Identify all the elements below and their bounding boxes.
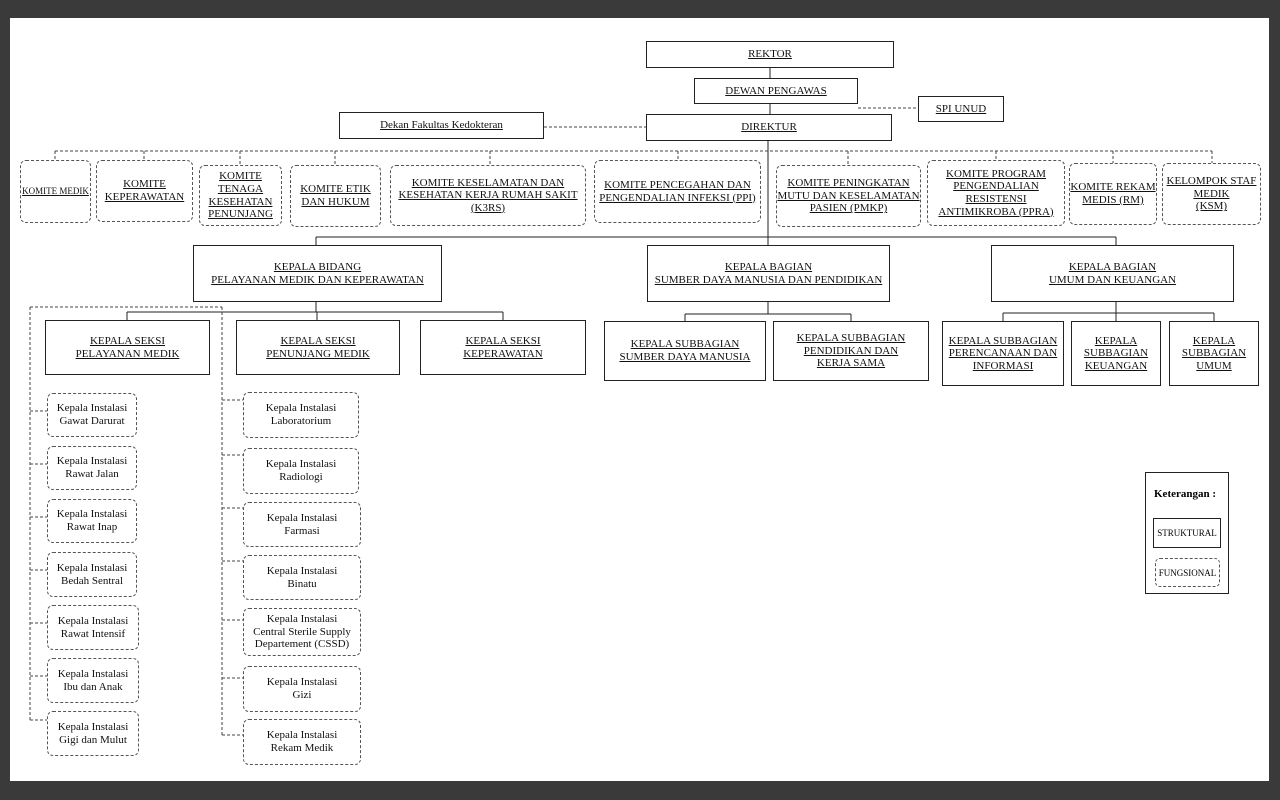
- instalasi-gizi-box: Kepala Instalasi Gizi: [243, 666, 361, 712]
- seksi-label: KEPALA SUBBAGIAN UMUM: [1181, 334, 1247, 372]
- komite-etik-box: KOMITE ETIK DAN HUKUM: [290, 165, 381, 227]
- instalasi-label: Kepala Instalasi Gigi dan Mulut: [57, 720, 129, 746]
- instalasi-gawat-darurat-box: Kepala Instalasi Gawat Darurat: [47, 393, 137, 437]
- seksi-label: KEPALA SEKSI PENUNJANG MEDIK: [266, 334, 370, 360]
- komite-tenaga-kesehatan-box: KOMITE TENAGA KESEHATAN PENUNJANG: [199, 165, 282, 226]
- instalasi-label: Kepala Instalasi Laboratorium: [265, 402, 337, 427]
- legend-struktural-swatch: STRUKTURAL: [1153, 518, 1221, 548]
- komite-label: KOMITE PROGRAM PENGENDALIAN RESISTENSI A…: [938, 167, 1054, 218]
- kepala-subbagian-perencanaan-box: KEPALA SUBBAGIAN PERENCANAAN DAN INFORMA…: [942, 321, 1064, 386]
- seksi-label: KEPALA SUBBAGIAN SUMBER DAYA MANUSIA: [619, 338, 751, 363]
- spi-unud-label: SPI UNUD: [935, 102, 987, 115]
- instalasi-rawat-jalan-box: Kepala Instalasi Rawat Jalan: [47, 446, 137, 490]
- instalasi-ibu-anak-box: Kepala Instalasi Ibu dan Anak: [47, 658, 139, 703]
- org-chart-sheet: [10, 18, 1269, 781]
- instalasi-bedah-sentral-box: Kepala Instalasi Bedah Sentral: [47, 552, 137, 597]
- instalasi-farmasi-box: Kepala Instalasi Farmasi: [243, 502, 361, 547]
- komite-label: KOMITE KEPERAWATAN: [104, 178, 185, 203]
- komite-ppra-box: KOMITE PROGRAM PENGENDALIAN RESISTENSI A…: [927, 160, 1065, 226]
- instalasi-label: Kepala Instalasi Binatu: [266, 564, 338, 590]
- bidang-label: KEPALA BAGIAN UMUM DAN KEUANGAN: [1048, 260, 1177, 286]
- komite-label: KOMITE MEDIK: [22, 186, 89, 197]
- instalasi-gigi-mulut-box: Kepala Instalasi Gigi dan Mulut: [47, 711, 139, 756]
- direktur-box: DIREKTUR: [646, 114, 892, 141]
- komite-k3rs-box: KOMITE KESELAMATAN DAN KESEHATAN KERJA R…: [390, 165, 586, 226]
- kepala-subbagian-keuangan-box: KEPALA SUBBAGIAN KEUANGAN: [1071, 321, 1161, 386]
- seksi-label: KEPALA SUBBAGIAN PERENCANAAN DAN INFORMA…: [948, 334, 1058, 372]
- seksi-label: KEPALA SEKSI PELAYANAN MEDIK: [75, 334, 180, 360]
- instalasi-rekam-medik-box: Kepala Instalasi Rekam Medik: [243, 719, 361, 765]
- instalasi-label: Kepala Instalasi Rawat Inap: [56, 508, 128, 533]
- instalasi-label: Kepala Instalasi Farmasi: [266, 511, 338, 537]
- kepala-seksi-keperawatan-box: KEPALA SEKSI KEPERAWATAN: [420, 320, 586, 375]
- kepala-subbagian-umum-box: KEPALA SUBBAGIAN UMUM: [1169, 321, 1259, 386]
- instalasi-rawat-inap-box: Kepala Instalasi Rawat Inap: [47, 499, 137, 543]
- instalasi-label: Kepala Instalasi Bedah Sentral: [56, 561, 128, 587]
- seksi-label: KEPALA SUBBAGIAN PENDIDIKAN DAN KERJA SA…: [796, 332, 906, 370]
- seksi-label: KEPALA SUBBAGIAN KEUANGAN: [1083, 334, 1149, 372]
- instalasi-laboratorium-box: Kepala Instalasi Laboratorium: [243, 392, 359, 438]
- kepala-seksi-pelayanan-medik-box: KEPALA SEKSI PELAYANAN MEDIK: [45, 320, 210, 375]
- komite-pmkp-box: KOMITE PENINGKATAN MUTU DAN KESELAMATAN …: [776, 165, 921, 227]
- dewan-pengawas-label: DEWAN PENGAWAS: [725, 84, 827, 97]
- dekan-box: Dekan Fakultas Kedokteran: [339, 112, 544, 139]
- komite-medik-box: KOMITE MEDIK: [20, 160, 91, 223]
- bidang-label: KEPALA BAGIAN SUMBER DAYA MANUSIA DAN PE…: [654, 260, 883, 286]
- kepala-bagian-umum-box: KEPALA BAGIAN UMUM DAN KEUANGAN: [991, 245, 1234, 302]
- instalasi-label: Kepala Instalasi Central Sterile Supply …: [253, 613, 351, 651]
- legend-title: Keterangan :: [1154, 488, 1217, 500]
- instalasi-label: Kepala Instalasi Radiologi: [265, 458, 337, 483]
- instalasi-radiologi-box: Kepala Instalasi Radiologi: [243, 448, 359, 494]
- legend-fungsional-label: FUNGSIONAL: [1158, 567, 1217, 578]
- dewan-pengawas-box: DEWAN PENGAWAS: [694, 78, 858, 104]
- kepala-subbagian-sdm-box: KEPALA SUBBAGIAN SUMBER DAYA MANUSIA: [604, 321, 766, 381]
- spi-unud-box: SPI UNUD: [918, 96, 1004, 122]
- komite-rekam-medis-box: KOMITE REKAM MEDIS (RM): [1069, 163, 1157, 225]
- legend-box: Keterangan : STRUKTURAL FUNGSIONAL: [1145, 472, 1229, 594]
- rektor-label: REKTOR: [748, 48, 792, 61]
- komite-label: KOMITE KESELAMATAN DAN KESEHATAN KERJA R…: [398, 176, 578, 214]
- bidang-label: KEPALA BIDANG PELAYANAN MEDIK DAN KEPERA…: [211, 260, 424, 286]
- komite-label: KOMITE PENINGKATAN MUTU DAN KESELAMATAN …: [777, 177, 920, 215]
- kepala-bagian-sdm-box: KEPALA BAGIAN SUMBER DAYA MANUSIA DAN PE…: [647, 245, 890, 302]
- instalasi-label: Kepala Instalasi Gawat Darurat: [56, 402, 128, 427]
- legend-fungsional-swatch: FUNGSIONAL: [1155, 558, 1220, 587]
- kepala-bidang-pelayanan-box: KEPALA BIDANG PELAYANAN MEDIK DAN KEPERA…: [193, 245, 442, 302]
- instalasi-binatu-box: Kepala Instalasi Binatu: [243, 555, 361, 600]
- rektor-box: REKTOR: [646, 41, 894, 68]
- dekan-label: Dekan Fakultas Kedokteran: [380, 119, 503, 132]
- direktur-label: DIREKTUR: [741, 121, 797, 134]
- komite-label: KOMITE TENAGA KESEHATAN PENUNJANG: [208, 170, 273, 221]
- instalasi-label: Kepala Instalasi Rawat Jalan: [56, 455, 128, 480]
- kelompok-staf-medik-box: KELOMPOK STAF MEDIK (KSM): [1162, 163, 1261, 225]
- komite-keperawatan-box: KOMITE KEPERAWATAN: [96, 160, 193, 222]
- instalasi-rawat-intensif-box: Kepala Instalasi Rawat Intensif: [47, 605, 139, 650]
- komite-label: KOMITE PENCEGAHAN DAN PENGENDALIAN INFEK…: [599, 178, 756, 204]
- instalasi-label: Kepala Instalasi Gizi: [266, 676, 338, 701]
- instalasi-label: Kepala Instalasi Rawat Intensif: [57, 614, 129, 640]
- instalasi-label: Kepala Instalasi Rekam Medik: [266, 729, 338, 754]
- instalasi-cssd-box: Kepala Instalasi Central Sterile Supply …: [243, 608, 361, 656]
- komite-ppi-box: KOMITE PENCEGAHAN DAN PENGENDALIAN INFEK…: [594, 160, 761, 223]
- komite-label: KOMITE REKAM MEDIS (RM): [1070, 181, 1156, 206]
- kepala-subbagian-pendidikan-box: KEPALA SUBBAGIAN PENDIDIKAN DAN KERJA SA…: [773, 321, 929, 381]
- komite-label: KELOMPOK STAF MEDIK (KSM): [1166, 175, 1257, 213]
- komite-label: KOMITE ETIK DAN HUKUM: [300, 183, 371, 208]
- kepala-seksi-penunjang-medik-box: KEPALA SEKSI PENUNJANG MEDIK: [236, 320, 400, 375]
- legend-struktural-label: STRUKTURAL: [1157, 528, 1217, 538]
- instalasi-label: Kepala Instalasi Ibu dan Anak: [57, 667, 129, 693]
- seksi-label: KEPALA SEKSI KEPERAWATAN: [463, 334, 543, 360]
